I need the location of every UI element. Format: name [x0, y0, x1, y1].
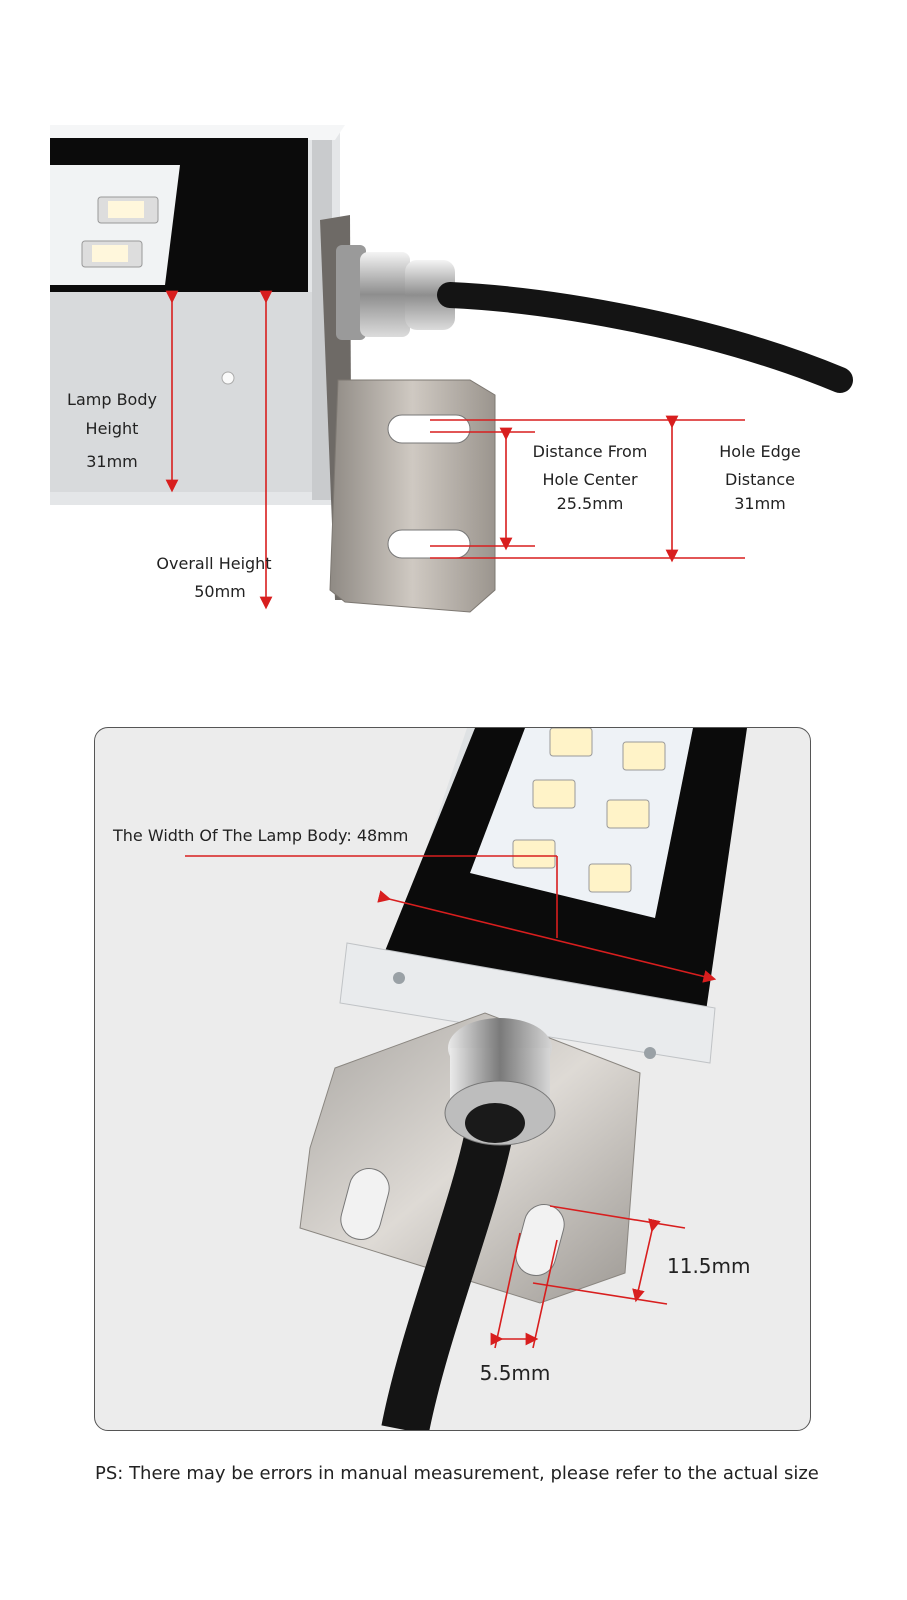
hole-edge-label-line2: Distance	[725, 470, 795, 489]
cable-gland-bottom	[444, 1018, 556, 1146]
hole-center-label-line1: Distance From	[532, 442, 648, 461]
slot-length-arrow	[632, 1218, 661, 1303]
power-cable	[437, 282, 853, 393]
lamp-housing	[50, 125, 345, 505]
lamp-body-height-label-line1: Lamp Body	[67, 390, 157, 409]
mounting-bracket	[320, 215, 496, 613]
top-product-figure	[50, 125, 853, 613]
lamp-body-bottom	[339, 728, 747, 1064]
slot-width-left-line	[494, 1232, 521, 1349]
overall-height-value: 50mm	[194, 582, 246, 601]
hole-center-value: 25.5mm	[556, 494, 624, 513]
lamp-body-height-value: 31mm	[86, 452, 138, 471]
slot-width-right-line	[532, 1239, 558, 1349]
bottom-product-panel: The Width Of The Lamp Body: 48mm 11.5mm …	[94, 727, 811, 1431]
width-arrow	[377, 890, 717, 983]
slot-length-label: 11.5mm	[667, 1254, 751, 1278]
measurement-footnote: PS: There may be errors in manual measur…	[95, 1463, 819, 1484]
slot-width-label: 5.5mm	[479, 1361, 551, 1385]
hole-edge-label-line1: Hole Edge	[719, 442, 801, 461]
hole-center-label-line2: Hole Center	[542, 470, 638, 489]
lamp-width-label: The Width Of The Lamp Body: 48mm	[113, 826, 409, 845]
slot-length-top-line	[549, 1205, 686, 1229]
cable-gland	[336, 245, 455, 340]
power-cable-bottom	[381, 1123, 514, 1430]
hole-edge-value: 31mm	[734, 494, 786, 513]
overall-height-label: Overall Height	[156, 554, 272, 573]
bottom-product-figure	[185, 728, 747, 1430]
lamp-body-height-label-line2: Height	[85, 419, 139, 438]
